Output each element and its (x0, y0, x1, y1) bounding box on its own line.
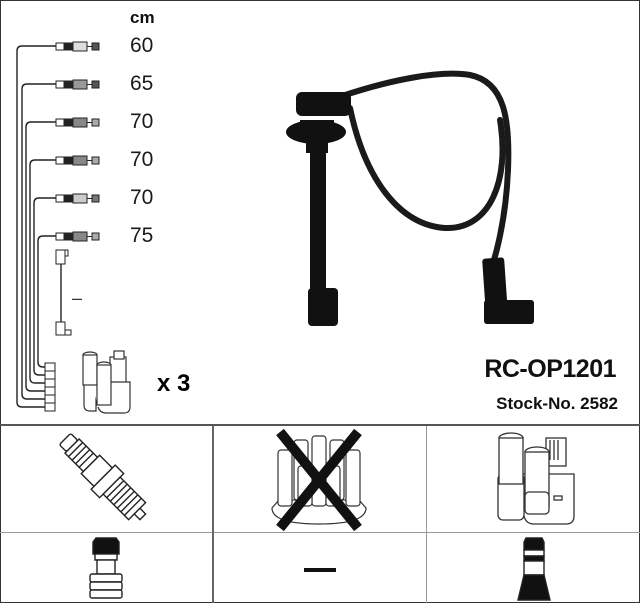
spark-plug-icon (59, 433, 147, 521)
ignition-cable-photo (286, 70, 534, 326)
stock-number: Stock-No. 2582 (496, 394, 618, 413)
wire-length-5: 70 (130, 186, 154, 209)
cell-distributor-cap (214, 426, 426, 532)
coil-pack-small-icon (82, 350, 131, 414)
wire-length-3: 70 (130, 110, 154, 133)
cell-coil-connector (428, 534, 640, 603)
extra-wire-length: – (72, 288, 83, 308)
section-divider (0, 424, 640, 426)
wire-length-1: 60 (130, 34, 154, 57)
unit-label: cm (130, 8, 155, 27)
cell-ignition-coil (428, 426, 640, 532)
straight-boot-connector-icon (89, 537, 123, 599)
part-number: RC-OP1201 (484, 355, 616, 383)
wire-length-6: 75 (130, 224, 154, 247)
excluded-x-icon (276, 428, 362, 532)
coil-quantity: x 3 (157, 370, 191, 397)
grid-col-divider-1 (212, 426, 214, 603)
wire-set-overview: cm 60 65 70 70 70 75 – x 3 (16, 8, 618, 414)
wire-length-2: 65 (130, 72, 154, 95)
cell-spark-plug-connector (0, 534, 212, 603)
wire-length-4: 70 (130, 148, 154, 171)
grid-col-divider-2 (426, 426, 427, 603)
cell-spark-plug (0, 426, 212, 532)
tapered-boot-connector-icon (517, 537, 551, 601)
distributor-cap-icon (271, 428, 367, 532)
not-applicable-dash (304, 568, 336, 572)
grid-row-divider (0, 532, 640, 533)
cell-distributor-connector: — (214, 534, 426, 603)
ignition-coil-icon (497, 432, 575, 525)
wire-set-schematic-icon (16, 41, 100, 412)
